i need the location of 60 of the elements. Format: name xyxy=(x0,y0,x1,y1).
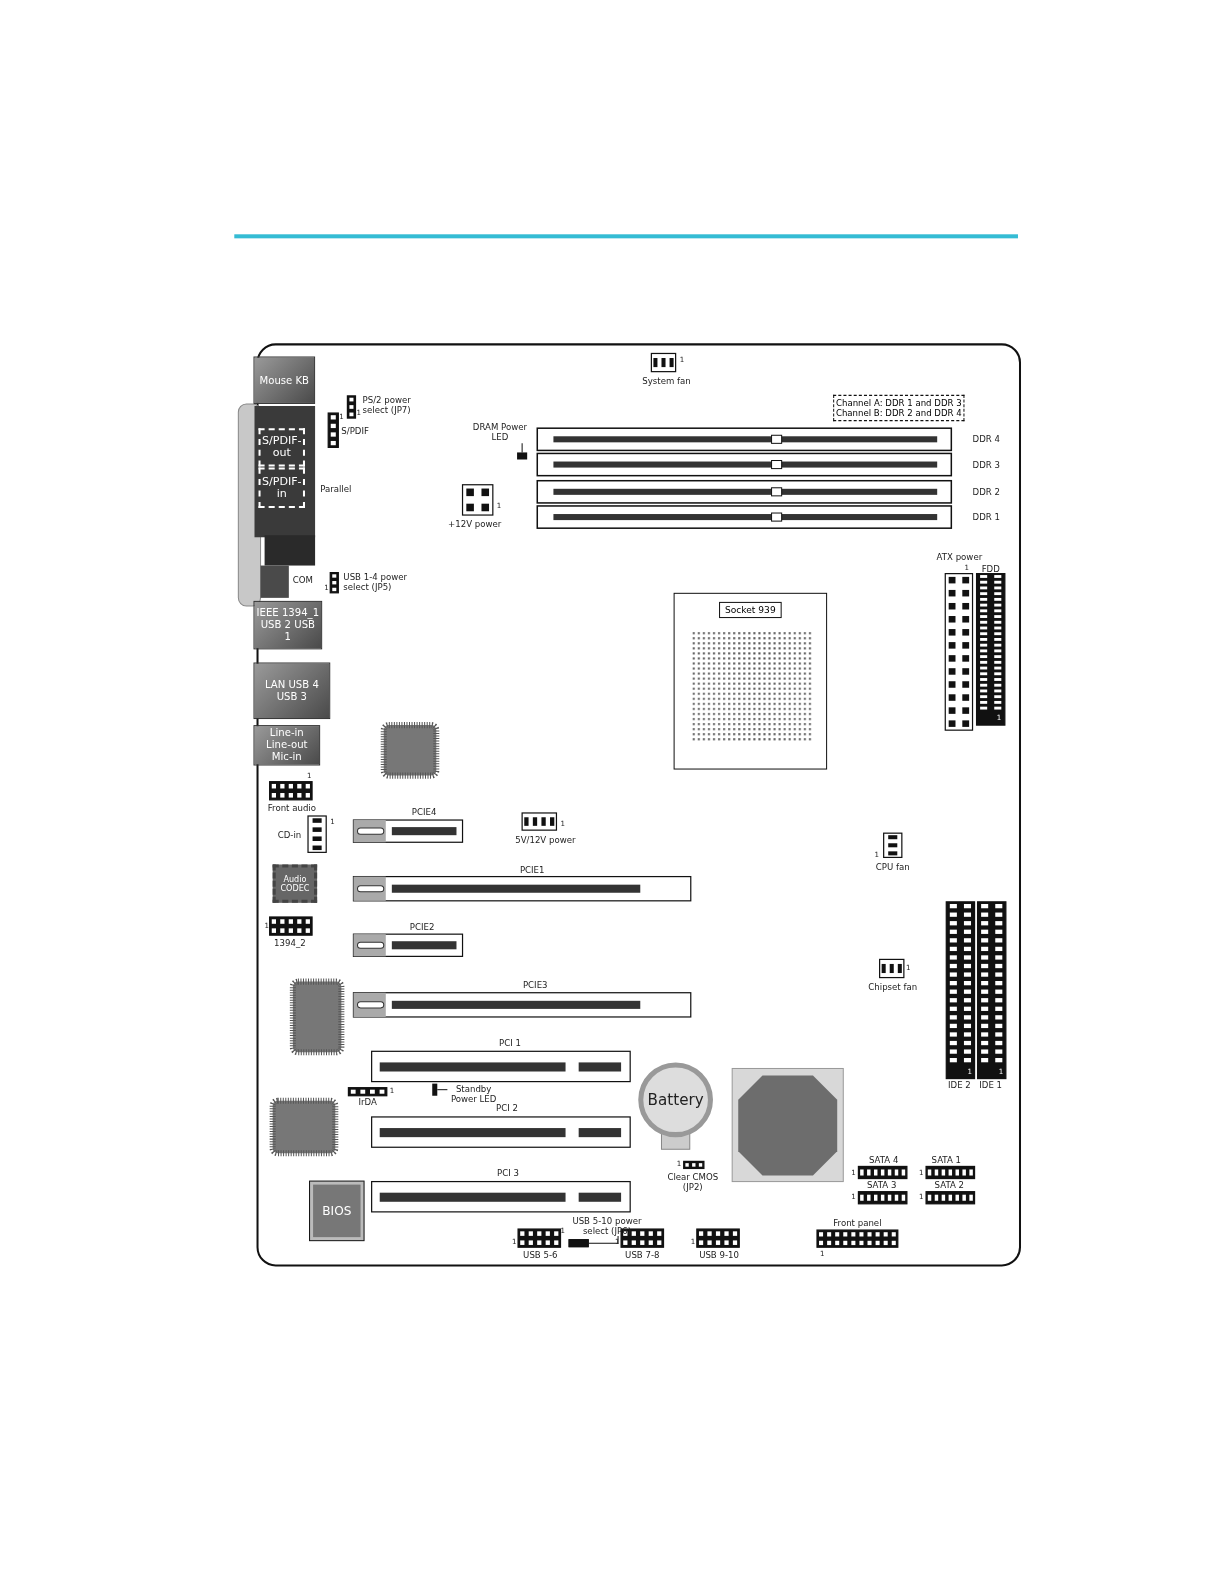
part-label: FDD xyxy=(981,563,1000,574)
part-label: ATX power xyxy=(936,552,983,563)
io-port-block: Mouse KB xyxy=(253,356,316,404)
channel-note-box xyxy=(833,394,965,422)
codec-chip: Audio CODEC xyxy=(272,864,318,903)
part-label: IrDA xyxy=(358,1096,377,1107)
part-label: IDE 1 xyxy=(979,1079,1003,1090)
port-outline: S/PDIF-out xyxy=(258,428,305,467)
part-label: CD-in xyxy=(277,830,302,841)
part-label: SATA 3 xyxy=(866,1179,897,1190)
io-port-block: IEEE 1394_1 USB 2 USB 1 xyxy=(253,600,323,650)
part-label: Parallel xyxy=(320,483,352,494)
part-label: SATA 1 xyxy=(931,1155,961,1166)
battery: Battery xyxy=(638,1062,713,1138)
part-label: Front audio xyxy=(267,802,316,813)
part-label: DDR 4 xyxy=(972,434,1000,445)
jumper xyxy=(568,1239,589,1248)
part-label: PCI 3 xyxy=(497,1167,519,1178)
part-label: PCIE4 xyxy=(411,806,437,817)
part-label: PCIE1 xyxy=(519,864,545,875)
part-label: USB 9-10 xyxy=(699,1250,739,1261)
part-label: Clear CMOS (JP2) xyxy=(666,1171,720,1192)
part-label: DDR 1 xyxy=(972,512,1000,523)
led xyxy=(432,1083,438,1096)
part-label: CPU fan xyxy=(875,861,910,872)
part-label: PCI 1 xyxy=(499,1038,521,1049)
socket-label: Socket 939 xyxy=(718,601,782,619)
part-label: Chipset fan xyxy=(868,981,918,992)
io-port-block: LAN USB 4 USB 3 xyxy=(253,662,331,720)
part-label: SATA 2 xyxy=(934,1179,965,1190)
part-label: USB 5-6 xyxy=(523,1250,558,1261)
part-label: PS/2 power select (JP7) xyxy=(362,394,412,416)
note-text: Channel A: DDR 1 and DDR 3 xyxy=(836,397,962,408)
note-text: Channel B: DDR 2 and DDR 4 xyxy=(835,408,962,419)
io-port-block: Line-in Line-out Mic-in xyxy=(253,725,321,766)
part-label: +12V power xyxy=(448,519,502,530)
port-outline: S/PDIF-in xyxy=(258,467,305,508)
part-label: PCIE2 xyxy=(409,922,435,933)
part-label: Front panel xyxy=(833,1217,882,1229)
led-label: DRAM Power LED xyxy=(466,421,534,444)
bios-chip: BIOS xyxy=(310,1181,364,1241)
part-label: PCIE3 xyxy=(522,979,548,990)
leader-line xyxy=(521,442,523,453)
part-label: DDR 3 xyxy=(972,459,1000,470)
part-label: S/PDIF xyxy=(341,426,369,437)
part-label: PCI 2 xyxy=(496,1102,518,1113)
part-label: USB 1-4 power select (JP5) xyxy=(343,571,408,592)
jumper-label: USB 5-10 power select (JP6) xyxy=(565,1214,649,1237)
part-label: System fan xyxy=(642,375,691,386)
part-label: 1394_2 xyxy=(274,938,306,949)
part-label: COM xyxy=(292,574,314,585)
part-label: USB 7-8 xyxy=(625,1250,660,1261)
leader-line xyxy=(436,1089,448,1091)
leader-line xyxy=(588,1235,619,1244)
led-label: Standby Power LED xyxy=(447,1082,500,1105)
part-label: 5V/12V power xyxy=(515,835,576,846)
part-label: IDE 2 xyxy=(948,1079,971,1090)
part-label: DDR 2 xyxy=(972,486,1000,497)
led xyxy=(517,452,528,460)
part-label: SATA 4 xyxy=(868,1155,899,1166)
